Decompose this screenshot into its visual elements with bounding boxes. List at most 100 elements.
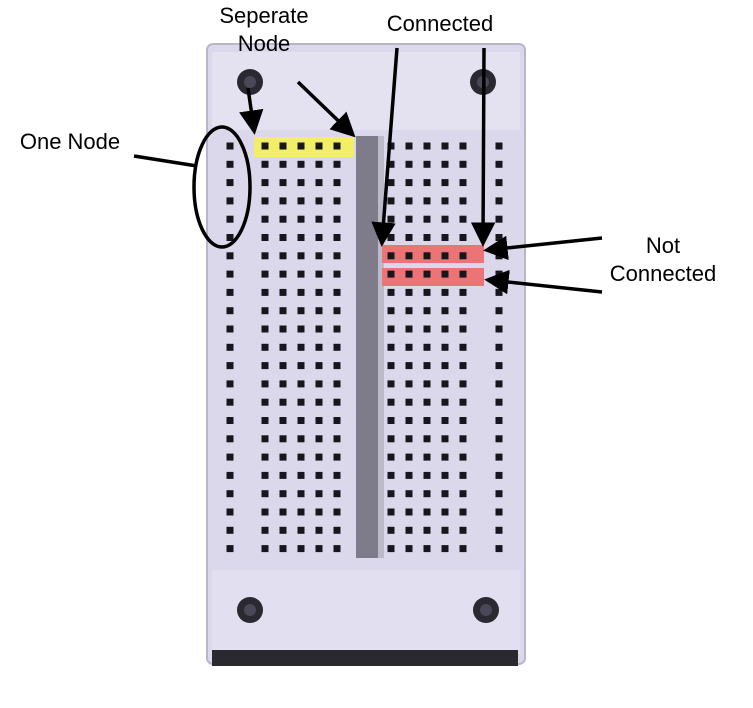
breadboard-hole xyxy=(315,215,323,223)
breadboard-hole xyxy=(459,197,467,205)
breadboard-hole xyxy=(495,508,503,516)
breadboard-hole xyxy=(226,380,234,388)
breadboard-hole xyxy=(459,398,467,406)
breadboard-hole xyxy=(333,288,341,296)
breadboard-hole xyxy=(405,453,413,461)
breadboard-hole xyxy=(441,508,449,516)
breadboard-hole xyxy=(495,325,503,333)
breadboard-hole xyxy=(333,307,341,315)
breadboard-hole xyxy=(333,435,341,443)
breadboard-hole xyxy=(441,471,449,479)
breadboard-hole xyxy=(387,160,395,168)
breadboard-hole xyxy=(495,197,503,205)
breadboard-hole xyxy=(297,179,305,187)
breadboard-hole xyxy=(226,142,234,150)
breadboard-hole xyxy=(333,398,341,406)
breadboard-hole xyxy=(459,160,467,168)
breadboard-hole xyxy=(297,343,305,351)
breadboard-hole xyxy=(297,288,305,296)
breadboard-hole xyxy=(297,380,305,388)
breadboard-hole xyxy=(423,160,431,168)
breadboard-hole xyxy=(279,288,287,296)
breadboard-hole xyxy=(441,197,449,205)
breadboard-hole xyxy=(423,362,431,370)
not-connected-label-line2: Connected xyxy=(609,261,717,286)
breadboard-hole xyxy=(441,179,449,187)
breadboard-hole xyxy=(423,270,431,278)
breadboard-hole xyxy=(333,453,341,461)
breadboard-hole xyxy=(279,325,287,333)
breadboard-hole xyxy=(423,508,431,516)
breadboard-hole xyxy=(387,526,395,534)
breadboard-hole xyxy=(387,270,395,278)
breadboard-hole xyxy=(226,435,234,443)
breadboard-hole xyxy=(333,234,341,241)
breadboard-hole xyxy=(261,197,269,205)
breadboard-hole xyxy=(441,252,449,260)
breadboard-hole xyxy=(423,417,431,424)
breadboard-hole xyxy=(459,307,467,315)
breadboard-hole xyxy=(441,325,449,333)
breadboard-hole xyxy=(279,179,287,187)
breadboard-hole xyxy=(297,417,305,424)
breadboard-hole xyxy=(441,362,449,370)
breadboard-hole xyxy=(226,545,234,553)
breadboard-hole xyxy=(405,325,413,333)
breadboard-hole xyxy=(405,197,413,205)
breadboard-hole xyxy=(333,545,341,553)
breadboard-holes xyxy=(226,142,503,553)
center-channel xyxy=(356,136,378,558)
breadboard-hole xyxy=(441,453,449,461)
breadboard-hole xyxy=(387,215,395,223)
breadboard-hole xyxy=(405,398,413,406)
breadboard-hole xyxy=(459,526,467,534)
breadboard-hole xyxy=(387,471,395,479)
breadboard-hole xyxy=(226,307,234,315)
breadboard-hole xyxy=(423,471,431,479)
breadboard-hole xyxy=(315,380,323,388)
breadboard-hole xyxy=(495,526,503,534)
breadboard-hole xyxy=(405,380,413,388)
breadboard-hole xyxy=(279,417,287,424)
breadboard-hole xyxy=(495,343,503,351)
breadboard-hole xyxy=(261,545,269,553)
breadboard-hole xyxy=(297,215,305,223)
breadboard-hole xyxy=(387,234,395,241)
breadboard-hole xyxy=(387,307,395,315)
breadboard-hole xyxy=(297,435,305,443)
breadboard-hole xyxy=(495,179,503,187)
breadboard-hole xyxy=(405,252,413,260)
breadboard-hole xyxy=(261,508,269,516)
breadboard-hole xyxy=(297,325,305,333)
breadboard-hole xyxy=(405,343,413,351)
breadboard-hole xyxy=(423,343,431,351)
breadboard-hole xyxy=(459,215,467,223)
breadboard-hole xyxy=(423,252,431,260)
breadboard-hole xyxy=(226,526,234,534)
breadboard-hole xyxy=(441,398,449,406)
breadboard-hole xyxy=(333,362,341,370)
breadboard-hole xyxy=(279,307,287,315)
breadboard-hole xyxy=(261,343,269,351)
breadboard-hole xyxy=(226,288,234,296)
one-node-pointer xyxy=(133,154,198,168)
breadboard-hole xyxy=(297,508,305,516)
breadboard-hole xyxy=(297,398,305,406)
breadboard-hole xyxy=(226,234,234,241)
breadboard-hole xyxy=(315,526,323,534)
breadboard-hole xyxy=(459,490,467,498)
breadboard-hole xyxy=(423,490,431,498)
breadboard-hole xyxy=(333,142,341,150)
breadboard-hole xyxy=(495,362,503,370)
not-connected-arrow-lower xyxy=(484,269,603,295)
seperate-node-label-line1: Seperate xyxy=(219,3,309,28)
seperate-node-arrow-left xyxy=(239,87,264,135)
breadboard-hole xyxy=(297,197,305,205)
breadboard-hole xyxy=(315,435,323,443)
breadboard-hole xyxy=(315,545,323,553)
breadboard-hole xyxy=(459,270,467,278)
breadboard-hole xyxy=(279,490,287,498)
breadboard-hole xyxy=(315,142,323,150)
breadboard-hole xyxy=(423,545,431,553)
